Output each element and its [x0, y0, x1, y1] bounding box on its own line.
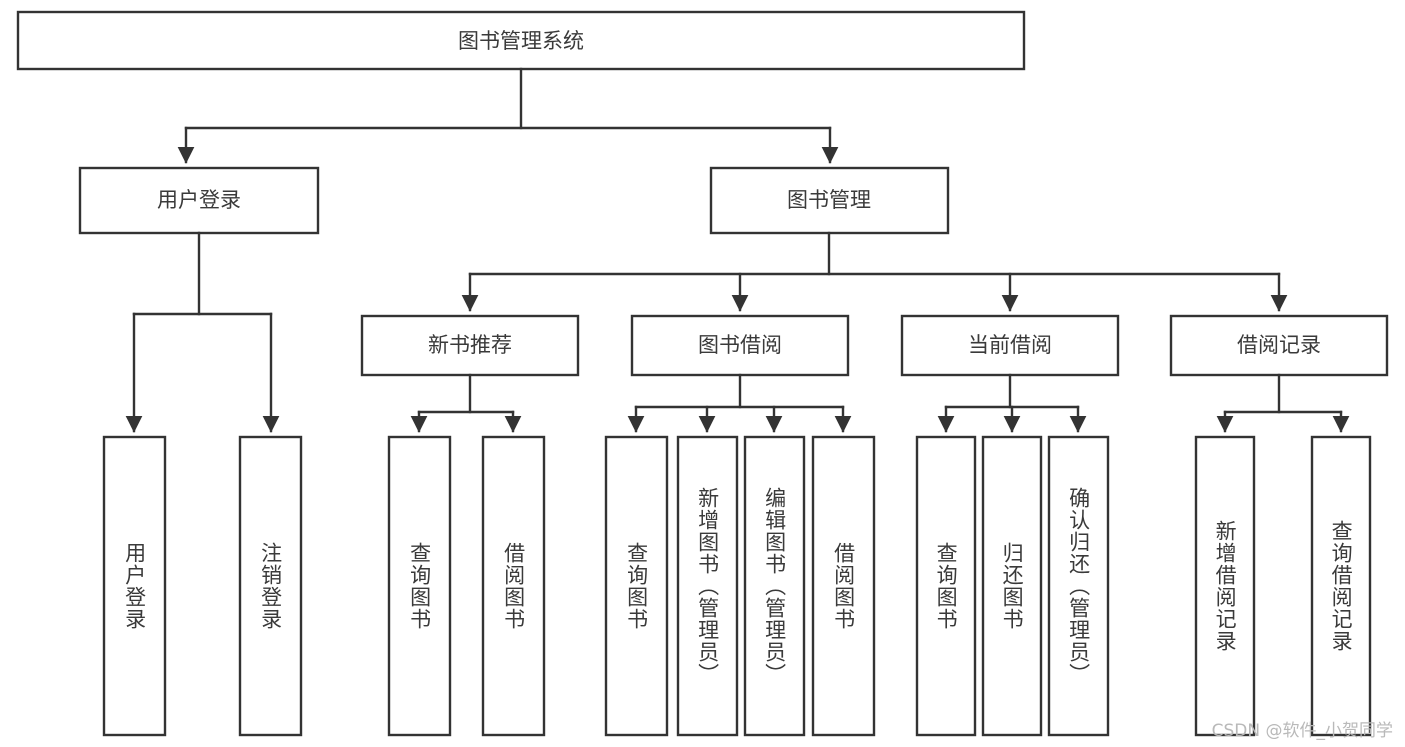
- node-root-label: 图书管理系统: [458, 29, 584, 53]
- node-leaf-user-login-box[interactable]: [102, 435, 167, 737]
- node-book-manage-label: 图书管理: [787, 188, 871, 212]
- node-leaf-query-record-box[interactable]: [1310, 435, 1372, 737]
- node-user-login-box[interactable]: [78, 166, 320, 235]
- node-new-book-rec-box[interactable]: [360, 314, 580, 377]
- node-leaf-add-book-box[interactable]: [676, 435, 739, 737]
- node-leaf-query-book-borrow-box[interactable]: [604, 435, 669, 737]
- node-leaf-borrow-book-box[interactable]: [811, 435, 876, 737]
- node-leaf-return-book-box[interactable]: [981, 435, 1043, 737]
- node-current-borrow-box[interactable]: [900, 314, 1120, 377]
- node-new-book-rec-label: 新书推荐: [428, 333, 512, 357]
- node-leaf-borrow-book-rec-box[interactable]: [481, 435, 546, 737]
- node-leaf-query-book-rec-box[interactable]: [387, 435, 452, 737]
- node-leaf-add-record-box[interactable]: [1194, 435, 1256, 737]
- node-leaf-query-book-cur-box[interactable]: [915, 435, 977, 737]
- node-current-borrow-label: 当前借阅: [968, 333, 1052, 357]
- node-leaf-logout-box[interactable]: [238, 435, 303, 737]
- csdn-watermark: CSDN @软件_小贺同学: [1211, 721, 1393, 741]
- node-book-borrow-label: 图书借阅: [698, 333, 782, 357]
- node-leaf-edit-book-box[interactable]: [743, 435, 806, 737]
- node-leaf-confirm-return-box[interactable]: [1047, 435, 1110, 737]
- node-root-box[interactable]: [16, 10, 1026, 71]
- node-user-login-label: 用户登录: [157, 188, 241, 212]
- node-borrow-record-label: 借阅记录: [1237, 333, 1321, 357]
